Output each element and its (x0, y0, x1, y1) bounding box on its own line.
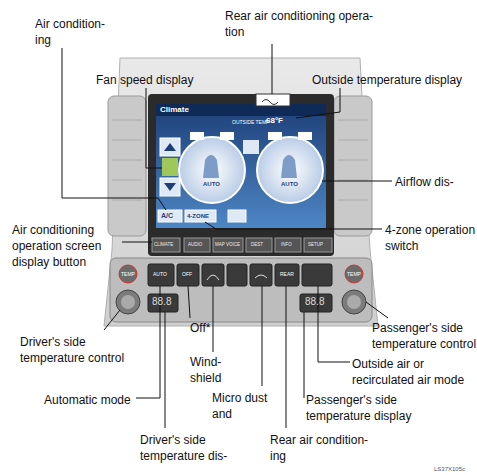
button-text: AUTO (153, 272, 167, 277)
callout-label: Driver's side temperature control (20, 334, 132, 366)
screen-text: AUTO (281, 181, 298, 187)
callout-label: Outside air or recirculated air mode (352, 356, 477, 388)
screen-text: AUTO (203, 181, 220, 187)
callout-label: Automatic mode (44, 392, 136, 408)
figure-code: LS37X105c (434, 466, 465, 472)
button-text: TEMP (121, 272, 135, 277)
screen-button-text: A/C (161, 212, 173, 219)
screen-title: Climate (160, 106, 189, 114)
button-text: MAP VOICE (215, 243, 240, 248)
button-text: DEST (251, 243, 263, 248)
callout-label: Rear air condition- ing (270, 432, 382, 464)
callout-label: Micro dust and (212, 390, 290, 422)
callout-label: Rear air conditioning opera- tion (225, 8, 385, 40)
button-text: AUDIO (188, 243, 202, 248)
screen-text: OUTSIDE TEMP (232, 120, 269, 125)
callout-label: 4-zone operation switch (385, 222, 477, 254)
callout-label: Passenger's side temperature display (306, 392, 424, 424)
callout-label: Air conditioning operation screen displa… (12, 222, 124, 270)
callout-label: Off* (190, 320, 224, 336)
callout-label: Wind- shield (190, 354, 232, 386)
screen-text: 68°F (266, 117, 283, 125)
button-text: OFF (182, 272, 192, 277)
temperature-display-text: 88.8 (152, 297, 171, 307)
button-text: TEMP (347, 272, 361, 277)
button-text: SETUP (308, 243, 323, 248)
callout-label: Driver's side temperature dis- (140, 432, 260, 464)
callout-label: Airflow dis- (395, 174, 475, 190)
callout-label: Fan speed display (96, 72, 216, 88)
callout-label: Outside temperature display (312, 72, 477, 88)
callout-label: Air condition- ing (35, 16, 119, 48)
screen-button-text: 4-ZONE (187, 213, 209, 219)
temperature-display-text: 88.8 (305, 297, 324, 307)
button-text: CLIMATE (154, 243, 173, 248)
button-text: INFO (281, 243, 292, 248)
callout-label: Passenger's side temperature control (372, 320, 477, 352)
button-text: REAR (280, 272, 294, 277)
